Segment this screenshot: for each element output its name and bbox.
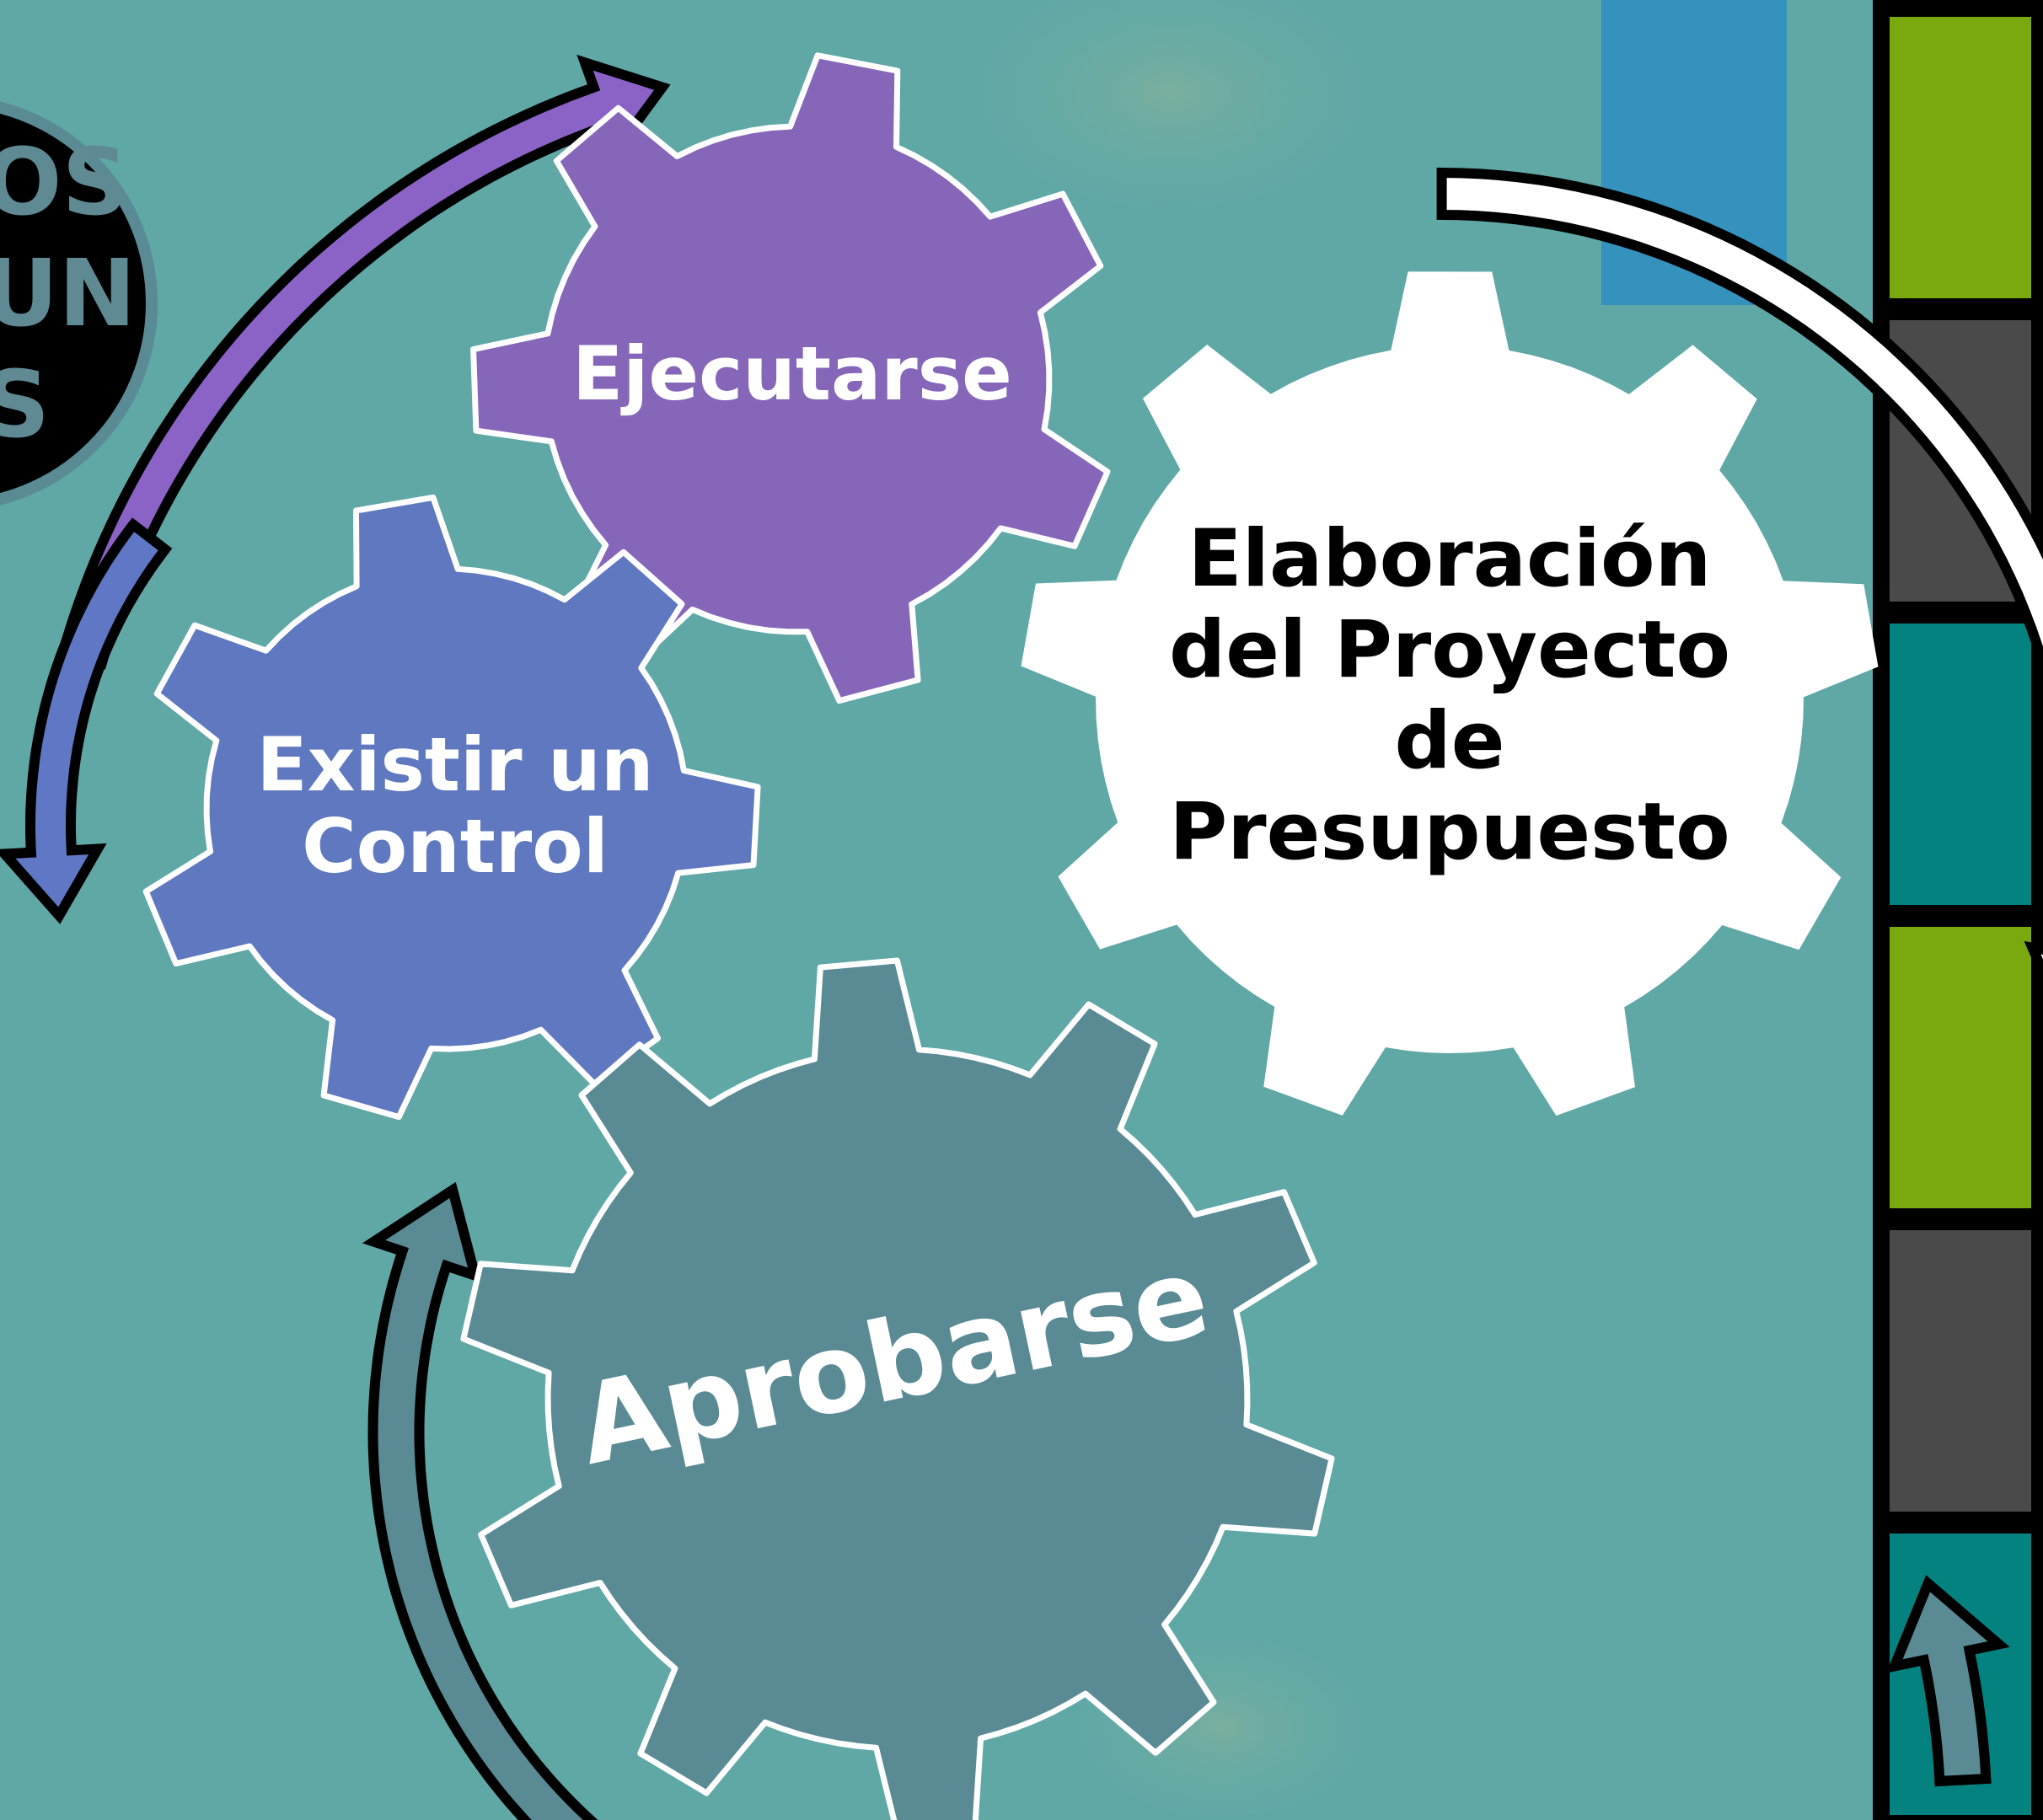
arrow-white-right xyxy=(1436,167,2043,985)
gear-group xyxy=(142,52,1879,1820)
gear-ejecutarse xyxy=(470,52,1111,704)
cropped-title-circle xyxy=(0,101,158,506)
gear-existir xyxy=(142,494,761,1121)
arrow-teal-bottom-left xyxy=(362,1181,598,1820)
arrow-blue-left xyxy=(0,517,173,924)
strip-block-1 xyxy=(1890,17,2031,298)
strip-block-5 xyxy=(1890,1230,2031,1512)
strip-frame xyxy=(1873,0,2043,1820)
strip-block-3 xyxy=(1890,624,2031,905)
arrow-teal-bottom-right xyxy=(1886,1575,2010,1787)
strip-block-4 xyxy=(1890,927,2031,1208)
gear-aprobarse xyxy=(460,957,1335,1820)
gear-elaboracion xyxy=(1021,271,1879,1116)
